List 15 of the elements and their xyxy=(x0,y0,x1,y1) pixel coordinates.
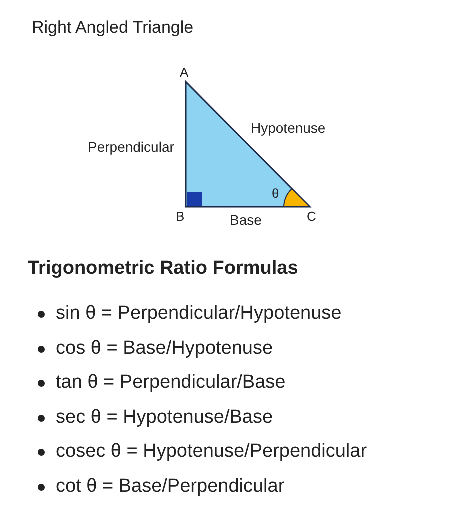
title: Right Angled Triangle xyxy=(32,19,194,36)
formula-text: cot θ = Base/Perpendicular xyxy=(56,476,285,496)
formula-text: cosec θ = Hypotenuse/Perpendicular xyxy=(56,442,368,461)
formula-text: tan θ = Perpendicular/Base xyxy=(56,373,286,392)
vertex-label: C xyxy=(307,210,316,223)
formula-text: sec θ = Hypotenuse/Base xyxy=(56,408,274,426)
vertex-label: A xyxy=(180,66,189,79)
section-heading: Trigonometric Ratio Formulas xyxy=(28,259,298,278)
vertex-label: B xyxy=(176,210,185,223)
angle-label: θ xyxy=(272,187,280,200)
side-label: Hypotenuse xyxy=(251,121,326,135)
side-label: Base xyxy=(230,213,262,227)
formula-text: sin θ = Perpendicular/Hypotenuse xyxy=(56,304,342,323)
formula-text: cos θ = Base/Hypotenuse xyxy=(56,338,274,358)
side-label: Perpendicular xyxy=(88,140,174,154)
